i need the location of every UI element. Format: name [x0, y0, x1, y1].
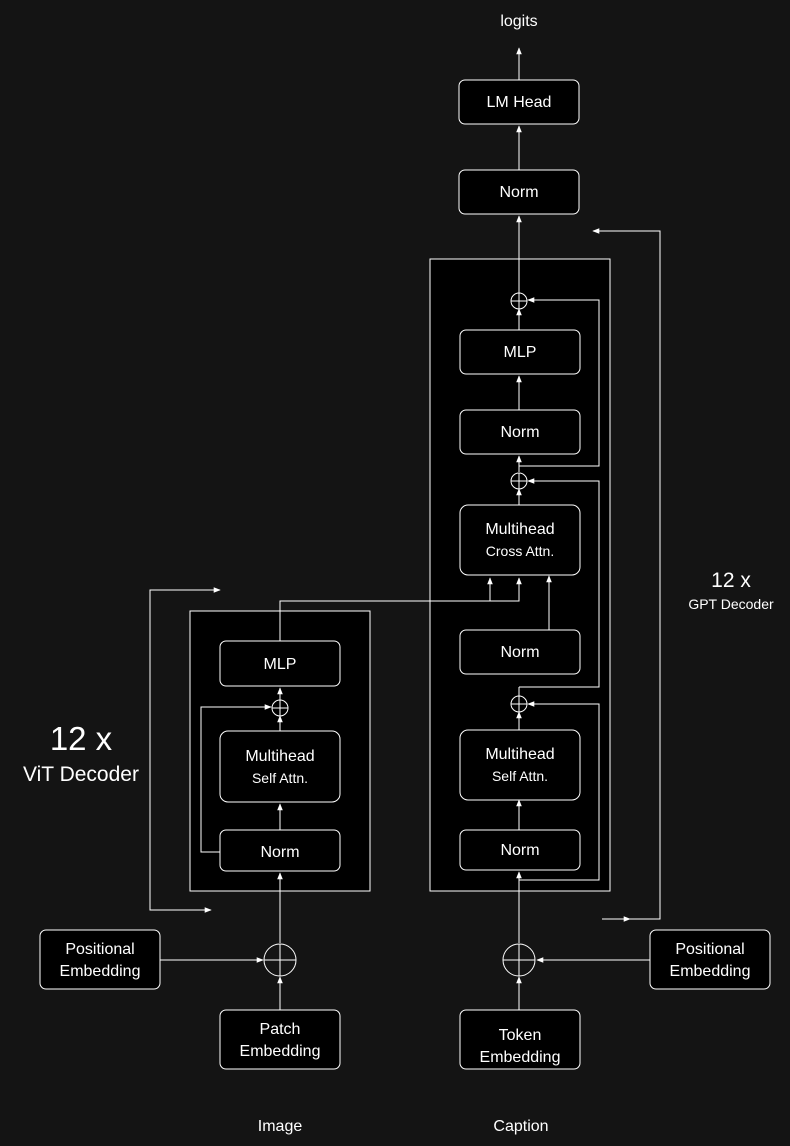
input-caption-label: Caption: [493, 1118, 548, 1135]
input-image-label: Image: [258, 1118, 303, 1135]
edge-vit-residual: [200, 704, 272, 853]
gpt-self-attn-label-1: Multihead: [485, 746, 554, 763]
gpt-positional-embedding-node: Positional Embedding: [649, 929, 771, 990]
gpt-norm-mlp-label: Norm: [500, 424, 539, 441]
token-emb-label-1: Token: [499, 1027, 542, 1044]
output-logits-label: logits: [500, 13, 537, 30]
edge-residual-mlp: [519, 297, 600, 467]
vit-pos-emb-label-2: Embedding: [60, 963, 141, 980]
token-embedding-node: Token Embedding: [459, 1009, 581, 1070]
gpt-repeat-count: 12 x: [711, 569, 751, 592]
gpt-norm-cross-label: Norm: [500, 644, 539, 661]
vit-self-attn-node: Multihead Self Attn.: [219, 730, 341, 803]
vit-norm-node: Norm: [219, 829, 341, 872]
final-norm-label: Norm: [499, 184, 538, 201]
gpt-sum-mlp: [510, 292, 528, 310]
vit-decoder-title: ViT Decoder: [23, 763, 139, 786]
vit-repeat-count: 12 x: [50, 720, 113, 757]
final-norm-node: Norm: [458, 169, 580, 215]
gpt-norm-mlp-node: Norm: [459, 409, 581, 455]
edge-vit-to-cross-attn-k: [279, 577, 522, 641]
vit-norm-label: Norm: [260, 844, 299, 861]
patch-emb-label-1: Patch: [260, 1021, 301, 1038]
cross-attn-node: Multihead Cross Attn.: [459, 504, 581, 576]
gpt-norm-cross-node: Norm: [459, 629, 581, 675]
vit-edges: [149, 577, 522, 1010]
cross-attn-label-2: Cross Attn.: [486, 543, 554, 559]
patch-emb-label-2: Embedding: [240, 1043, 321, 1060]
vit-pos-emb-label-1: Positional: [65, 941, 134, 958]
patch-embedding-node: Patch Embedding: [219, 1009, 341, 1070]
gpt-self-attn-node: Multihead Self Attn.: [459, 729, 581, 801]
vit-positional-embedding-node: Positional Embedding: [39, 929, 161, 990]
lm-head-node: LM Head: [458, 79, 580, 125]
gpt-pos-emb-label-2: Embedding: [670, 963, 751, 980]
gpt-input-sum: [502, 943, 536, 977]
gpt-repeat-bracket: [592, 228, 661, 920]
gpt-norm-self-label: Norm: [500, 842, 539, 859]
edge-residual-self-attn: [519, 701, 600, 881]
vit-self-attn-label-1: Multihead: [245, 748, 314, 765]
vit-repeat-bracket: [149, 587, 221, 911]
gpt-pos-emb-label-1: Positional: [675, 941, 744, 958]
edge-residual-cross-attn: [519, 478, 600, 688]
gpt-mlp-label: MLP: [504, 344, 537, 361]
gpt-edges: [516, 47, 661, 1010]
vit-self-attn-label-2: Self Attn.: [252, 770, 308, 786]
gpt-decoder-title: GPT Decoder: [688, 596, 774, 612]
gpt-sum-cross: [510, 472, 528, 490]
gpt-self-attn-label-2: Self Attn.: [492, 768, 548, 784]
gpt-sum-self: [510, 695, 528, 713]
vit-sum: [271, 699, 289, 717]
cross-attn-label-1: Multihead: [485, 521, 554, 538]
gpt-mlp-node: MLP: [459, 329, 581, 375]
lm-head-label: LM Head: [487, 94, 552, 111]
vit-input-sum: [263, 943, 297, 977]
gpt-norm-self-node: Norm: [459, 829, 581, 871]
token-emb-label-2: Embedding: [480, 1049, 561, 1066]
vit-mlp-node: MLP: [219, 640, 341, 687]
vit-mlp-label: MLP: [264, 656, 297, 673]
